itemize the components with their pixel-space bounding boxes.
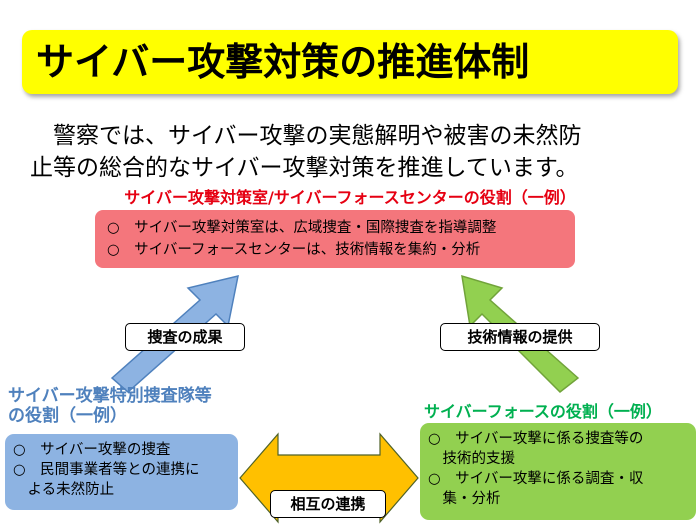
tech-info-provision-label: 技術情報の提供 [440,323,600,351]
right-item: 技術的支援 [428,451,515,467]
left-heading-line: の役割（一例） [8,406,127,426]
right-item: ○ サイバー攻撃に係る捜査等の [428,431,644,447]
center-heading: サイバー攻撃対策室/サイバーフォースセンターの役割（一例） [124,188,576,207]
right-item: 集・分析 [428,491,501,507]
intro-line-1: 警察では、サイバー攻撃の実態解明や被害の未然防 [30,123,582,149]
right-heading: サイバーフォースの役割（一例） [424,402,662,421]
center-item: ○ サイバーフォースセンターは、技術情報を集約・分析 [107,242,481,258]
left-heading-line: サイバー攻撃特別捜査隊等 [8,386,212,406]
left-heading: サイバー攻撃特別捜査隊等 の役割（一例） [8,386,212,426]
left-role-box: ○ サイバー攻撃の捜査 ○ 民間事業者等との連携に よる未然防止 [5,434,238,510]
center-role-box: ○ サイバー攻撃対策室は、広域捜査・国際捜査を指導調整 ○ サイバーフォースセン… [95,210,575,268]
page-title: サイバー攻撃対策の推進体制 [36,40,530,84]
right-item: ○ サイバー攻撃に係る調査・収 [428,471,644,487]
left-item: ○ サイバー攻撃の捜査 [13,442,171,458]
left-item: ○ 民間事業者等との連携に [13,462,200,478]
mutual-cooperation-label: 相互の連携 [270,490,386,518]
intro-line-2: 止等の総合的なサイバー攻撃対策を推進しています。 [30,155,579,181]
right-role-box: ○ サイバー攻撃に係る捜査等の 技術的支援 ○ サイバー攻撃に係る調査・収 集・… [420,423,696,520]
left-item: よる未然防止 [13,482,115,498]
investigation-results-label: 捜査の成果 [125,323,245,351]
center-item: ○ サイバー攻撃対策室は、広域捜査・国際捜査を指導調整 [107,220,497,236]
title-banner [22,30,678,94]
